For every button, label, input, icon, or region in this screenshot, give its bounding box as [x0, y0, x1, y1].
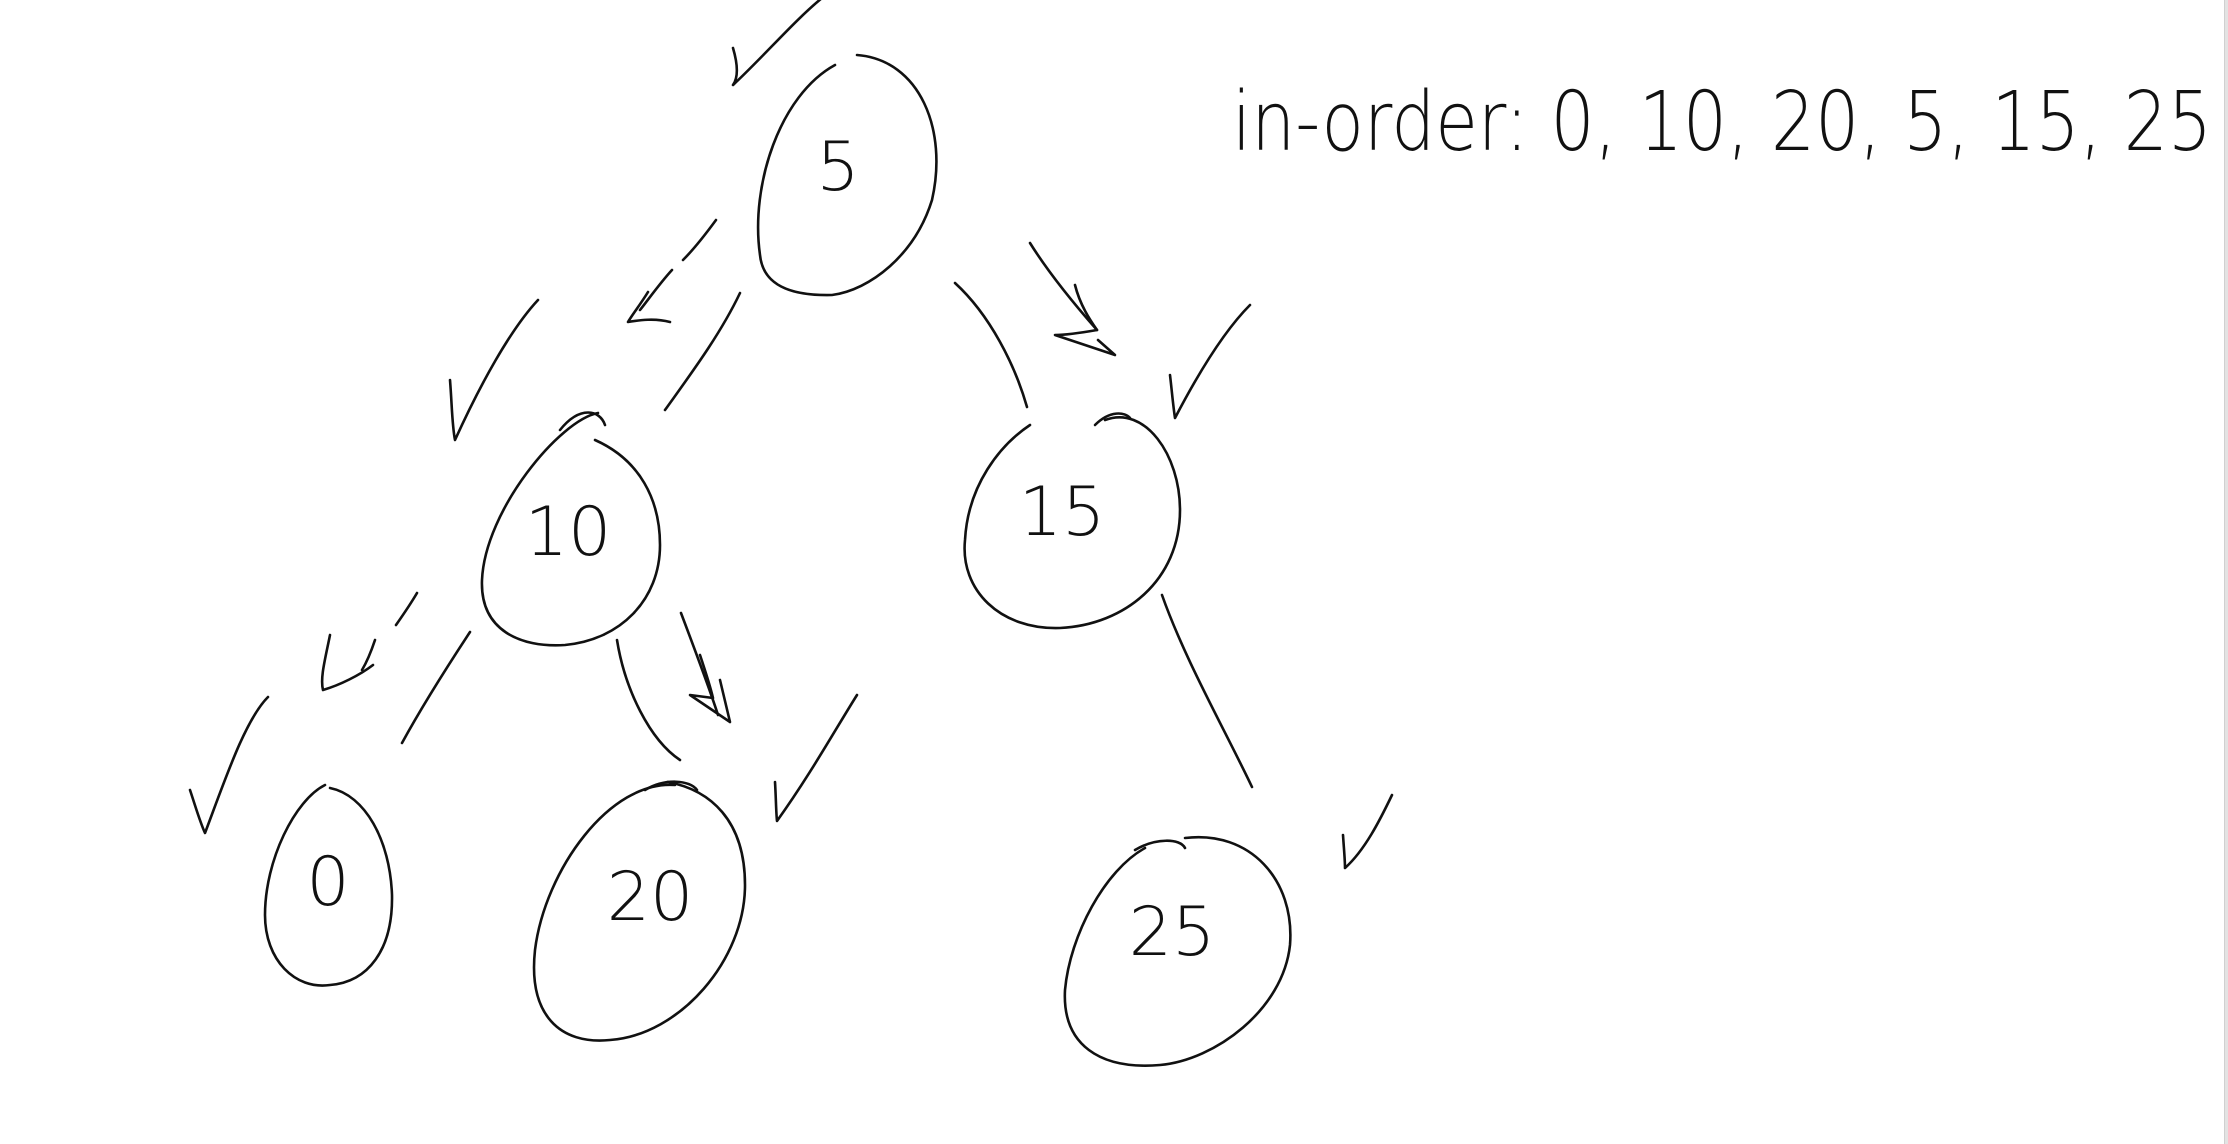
node-25-circle [1063, 835, 1292, 1067]
arrow-root-to-10-dash-2 [638, 268, 674, 312]
checkmark-node-15 [1168, 303, 1252, 420]
edge-5-15 [953, 281, 1029, 409]
node-15-circle [963, 416, 1182, 630]
node-5-label: 5 [816, 128, 859, 207]
arrow-10-to-0-head [320, 633, 375, 692]
edge-5-10 [663, 291, 742, 412]
edge-10-0 [400, 630, 472, 745]
node-15: 15 [963, 412, 1182, 630]
node-15-circle-tail [1093, 412, 1132, 427]
tree-nodes: 5 10 15 0 20 25 [263, 53, 1292, 1067]
checkmark-node-25 [1341, 793, 1394, 870]
node-0-label: 0 [306, 843, 349, 922]
node-25-circle-tail [1133, 839, 1187, 852]
arrow-root-to-10-dash-1 [681, 218, 718, 262]
arrow-10-to-0-dash-1 [394, 591, 419, 627]
arrow-10-to-0-dash-2 [360, 638, 377, 672]
tree-edges [400, 281, 1254, 789]
node-20: 20 [532, 780, 747, 1042]
node-15-label: 15 [1019, 473, 1106, 552]
node-10-circle-tail [558, 411, 607, 432]
arrow-root-to-15-head [1053, 283, 1117, 357]
node-10-label: 10 [525, 493, 612, 572]
edge-10-20 [615, 638, 682, 762]
arrow-10-to-20-head [688, 653, 732, 724]
node-20-circle-tail [643, 780, 699, 792]
node-25: 25 [1063, 835, 1292, 1067]
arrow-root-to-10-head [626, 290, 672, 324]
checkmark-node-20 [773, 693, 859, 823]
node-20-circle [532, 780, 747, 1042]
node-5-circle [756, 53, 938, 297]
node-10-circle [480, 411, 662, 647]
checkmark-node-10 [448, 298, 540, 442]
checkmark-root [731, 0, 822, 87]
node-20-label: 20 [607, 858, 694, 937]
node-0-circle [263, 783, 394, 987]
edge-15-25 [1160, 593, 1254, 789]
node-0: 0 [263, 783, 394, 987]
node-10: 10 [480, 411, 662, 647]
node-5: 5 [756, 53, 938, 297]
traversal-arrows [320, 218, 1117, 724]
checkmark-node-0 [188, 695, 270, 835]
traversal-checkmarks [188, 0, 1394, 870]
in-order-note: in-order: 0, 10, 20, 5, 15, 25 [1232, 75, 2212, 170]
arrow-10-to-20 [679, 611, 720, 717]
arrow-root-to-15 [1028, 241, 1099, 332]
vertical-scrollbar[interactable] [2224, 0, 2228, 1144]
node-25-label: 25 [1129, 893, 1216, 972]
